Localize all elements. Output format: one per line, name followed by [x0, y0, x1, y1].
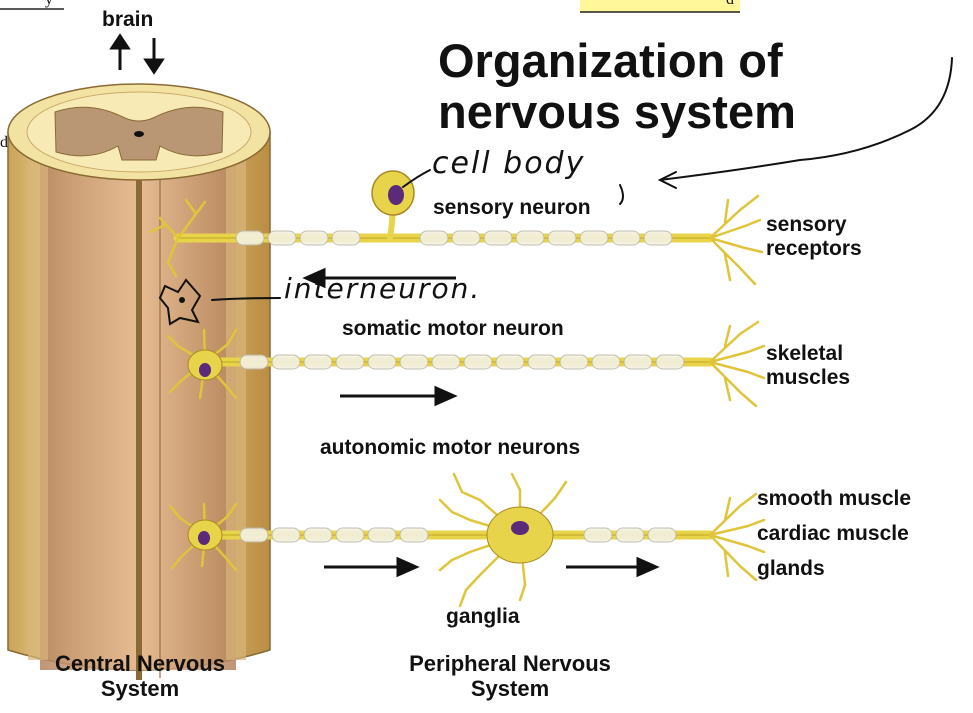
label-sensory-receptors-line-1: sensory	[766, 213, 862, 237]
title-line-2: nervous system	[438, 87, 796, 138]
label-peripheral-nervous-system: Peripheral Nervous System	[360, 652, 660, 701]
highlight-mark	[580, 0, 740, 12]
label-skeletal-muscles: skeletal muscles	[766, 342, 850, 389]
label-sensory-receptors: sensory receptors	[766, 213, 862, 260]
label-autonomic-motor-neurons: autonomic motor neurons	[320, 436, 580, 460]
label-cns-line-1: Central Nervous	[0, 652, 280, 677]
label-cns-line-2: System	[0, 677, 280, 702]
brain-arrows	[112, 36, 162, 72]
left-edge-fragment: d	[0, 134, 8, 152]
label-skeletal-muscles-line-2: muscles	[766, 366, 850, 390]
label-sensory-neuron: sensory neuron	[433, 196, 591, 220]
label-cardiac-muscle: cardiac muscle	[757, 522, 909, 546]
label-somatic-motor-neuron: somatic motor neuron	[342, 317, 564, 341]
label-pns-line-2: System	[360, 677, 660, 702]
sensory-cell-body	[372, 171, 414, 215]
label-glands: glands	[757, 557, 825, 581]
axon-terminals	[710, 196, 764, 580]
spinal-cord	[8, 84, 270, 680]
page-title: Organization of nervous system	[438, 36, 796, 138]
top-text-fragment-right: d	[726, 0, 734, 9]
label-sensory-receptors-line-2: receptors	[766, 237, 862, 261]
annotation-interneuron: interneuron.	[284, 272, 481, 305]
label-ganglia: ganglia	[446, 605, 520, 629]
title-line-1: Organization of	[438, 36, 796, 87]
label-brain: brain	[102, 8, 153, 32]
top-text-fragment-left: y	[45, 0, 53, 9]
label-smooth-muscle: smooth muscle	[757, 487, 911, 511]
interneuron-dot	[179, 297, 185, 303]
annotation-cell-body: cell body	[432, 146, 585, 181]
ganglion-cell	[440, 474, 566, 606]
label-central-nervous-system: Central Nervous System	[0, 652, 280, 701]
label-pns-line-1: Peripheral Nervous	[360, 652, 660, 677]
label-skeletal-muscles-line-1: skeletal	[766, 342, 850, 366]
